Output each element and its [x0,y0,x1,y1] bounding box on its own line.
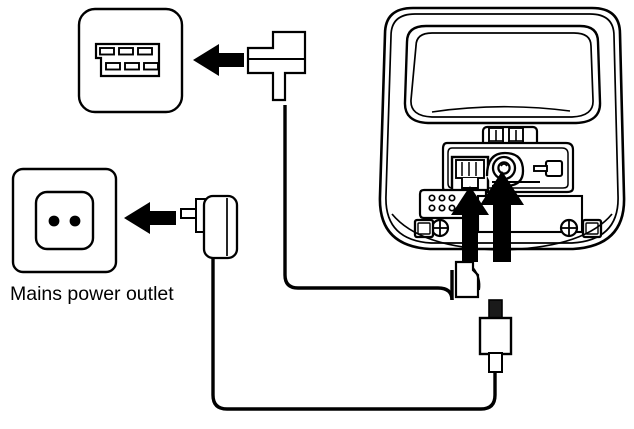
base-station-connector-bay-inner [447,147,569,189]
dc-barrel-plug[interactable] [478,299,513,373]
rj11-cord-plug-body [454,260,480,299]
arrow-to-rj11-jack [451,186,489,262]
base-station [378,6,626,251]
dc-power-jack[interactable] [485,151,540,188]
telephone-line-plug[interactable] [246,30,307,102]
arrow-to-dc-jack [480,171,524,262]
base-station-inner-rim [385,13,619,244]
rj11-jack[interactable] [450,155,490,193]
telephone-socket-slots-top [99,47,153,56]
arrow-to-mains-socket [124,202,176,234]
telephone-cable [283,105,454,301]
dc-plug-body [478,316,513,356]
rj11-cord-plug-clip [472,267,481,291]
base-station-screw-right [559,218,579,238]
mains-power-outlet-label: Mains power outlet [10,283,174,305]
power-cable [211,255,497,411]
base-station-cradle-inner [410,32,594,118]
power-adapter-body [202,194,239,260]
telephone-plug-body [246,30,307,102]
dc-plug-strain-relief [488,352,503,373]
mains-power-socket[interactable] [11,167,118,274]
power-adapter[interactable] [180,194,239,260]
rj11-cord-plug[interactable] [454,260,481,299]
telephone-wall-socket[interactable] [77,7,184,114]
wall-mount-keyhole [533,159,564,178]
base-station-screw-left [430,218,450,238]
base-station-cradle-curve [431,105,571,113]
arrow-to-telephone-socket [193,44,244,76]
mains-socket-pin-hole-left [48,215,60,227]
power-adapter-prong [180,208,198,219]
mains-socket-recess [34,190,95,251]
base-station-foot-left-inner [417,222,431,235]
mains-socket-pin-hole-right [69,215,81,227]
telephone-socket-slots-bottom [105,62,159,71]
